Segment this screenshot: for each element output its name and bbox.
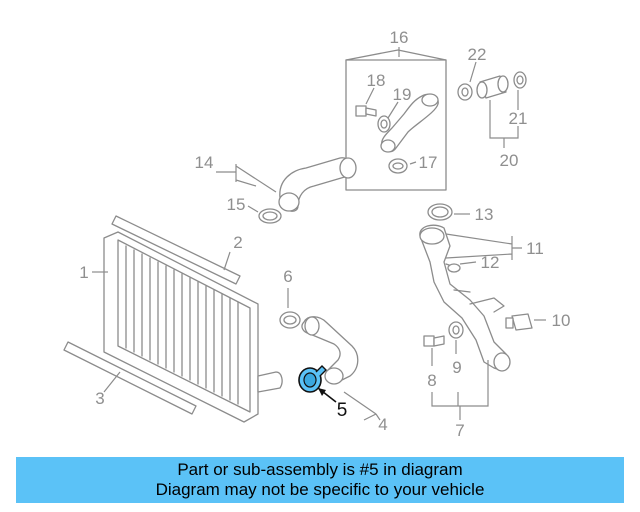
callout-20: 20 xyxy=(500,151,519,170)
callout-8: 8 xyxy=(427,371,436,390)
callout-5: 5 xyxy=(337,400,348,421)
part-18-bolt xyxy=(355,105,377,117)
part-4-hose xyxy=(301,316,359,385)
callout-16: 16 xyxy=(390,28,409,47)
part-7-pipe-assembly xyxy=(419,224,511,372)
callout-15: 15 xyxy=(227,195,246,214)
callout-18: 18 xyxy=(367,71,386,90)
part-13-clamp xyxy=(427,203,453,221)
part-10-sensor xyxy=(505,313,533,331)
callout-12: 12 xyxy=(481,253,500,272)
banner-line-2: Diagram may not be specific to your vehi… xyxy=(155,480,485,499)
part-2-rail xyxy=(111,215,241,285)
part-16-pipe xyxy=(380,93,439,153)
part-14-hose xyxy=(278,157,357,212)
part-15-clamp xyxy=(258,208,282,224)
info-banner: Part or sub-assembly is #5 in diagram Di… xyxy=(16,457,624,503)
callout-14: 14 xyxy=(195,153,214,172)
part-20-connector xyxy=(476,75,509,99)
part-19-seal xyxy=(377,115,391,133)
callout-13: 13 xyxy=(475,205,494,224)
parts-diagram: 16 22 18 19 21 20 17 14 15 13 11 12 2 1 … xyxy=(63,28,571,440)
callout-4: 4 xyxy=(378,415,387,434)
callout-2: 2 xyxy=(233,233,242,252)
part-9-seal xyxy=(448,321,464,339)
part-22-seal xyxy=(457,83,473,101)
callout-7: 7 xyxy=(455,421,464,440)
callout-3: 3 xyxy=(95,389,104,408)
part-3-rail xyxy=(63,341,197,415)
callout-1: 1 xyxy=(79,263,88,282)
callout-11: 11 xyxy=(526,239,544,258)
callout-17: 17 xyxy=(419,153,438,172)
part-17-oring xyxy=(388,158,408,174)
callout-19: 19 xyxy=(393,85,412,104)
callout-9: 9 xyxy=(452,358,461,377)
callout-6: 6 xyxy=(283,267,292,286)
part-1-intercooler xyxy=(103,231,283,423)
callout-21: 21 xyxy=(509,109,528,128)
callout-22: 22 xyxy=(468,45,487,64)
callout-10: 10 xyxy=(552,311,571,330)
part-6-clamp xyxy=(279,311,301,329)
part-5-clamp-highlighted[interactable] xyxy=(298,365,327,393)
part-16-bracket-box xyxy=(345,49,447,191)
banner-line-1: Part or sub-assembly is #5 in diagram xyxy=(177,460,463,479)
part-8-bolt xyxy=(423,335,445,347)
part-21-seal xyxy=(513,71,527,89)
